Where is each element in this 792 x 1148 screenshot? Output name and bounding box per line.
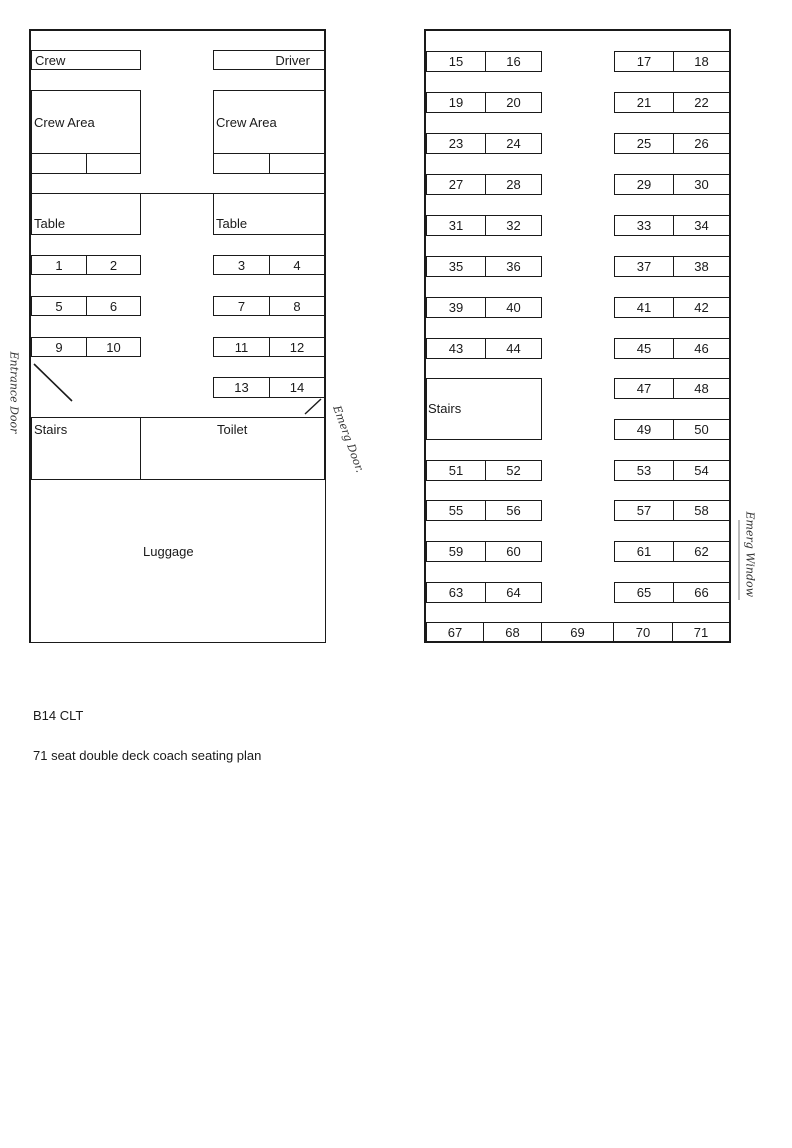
seat-8[interactable]: 8 bbox=[269, 296, 325, 316]
crew-area-right-label: Crew Area bbox=[216, 115, 277, 130]
seat-42[interactable]: 42 bbox=[673, 297, 730, 318]
seat-22[interactable]: 22 bbox=[673, 92, 730, 113]
seat-4[interactable]: 4 bbox=[269, 255, 325, 275]
seat-16[interactable]: 16 bbox=[485, 51, 542, 72]
seat-19[interactable]: 19 bbox=[426, 92, 486, 113]
table-left-label: Table bbox=[34, 216, 66, 231]
seat-12[interactable]: 12 bbox=[269, 337, 325, 357]
crew-area-left-label: Crew Area bbox=[34, 115, 95, 130]
crew-seat[interactable]: Crew bbox=[31, 50, 141, 70]
table-right[interactable]: Table bbox=[213, 193, 325, 235]
seat-66[interactable]: 66 bbox=[673, 582, 730, 603]
seat-50[interactable]: 50 bbox=[673, 419, 730, 440]
seat-51[interactable]: 51 bbox=[426, 460, 486, 481]
seat-1[interactable]: 1 bbox=[31, 255, 87, 275]
seat-21[interactable]: 21 bbox=[614, 92, 674, 113]
seat-35[interactable]: 35 bbox=[426, 256, 486, 277]
seat-59[interactable]: 59 bbox=[426, 541, 486, 562]
emergency-door-line bbox=[304, 398, 322, 415]
table-right-label: Table bbox=[216, 216, 248, 231]
stairs-upper[interactable]: Stairs bbox=[426, 378, 542, 440]
stairs-lower-label: Stairs bbox=[34, 422, 68, 437]
seat-62[interactable]: 62 bbox=[673, 541, 730, 562]
seat-32[interactable]: 32 bbox=[485, 215, 542, 236]
seat-6[interactable]: 6 bbox=[86, 296, 141, 316]
seat-65[interactable]: 65 bbox=[614, 582, 674, 603]
toilet-label: Toilet bbox=[217, 422, 248, 437]
seat-53[interactable]: 53 bbox=[614, 460, 674, 481]
seat-58[interactable]: 58 bbox=[673, 500, 730, 521]
seat-60[interactable]: 60 bbox=[485, 541, 542, 562]
seat-40[interactable]: 40 bbox=[485, 297, 542, 318]
seat-11[interactable]: 11 bbox=[213, 337, 270, 357]
lower-deck bbox=[29, 29, 326, 643]
seat-56[interactable]: 56 bbox=[485, 500, 542, 521]
seat-45[interactable]: 45 bbox=[614, 338, 674, 359]
entrance-door-line bbox=[33, 363, 73, 402]
aisle-divider bbox=[31, 174, 325, 194]
seat-46[interactable]: 46 bbox=[673, 338, 730, 359]
seat-24[interactable]: 24 bbox=[485, 133, 542, 154]
seat-20[interactable]: 20 bbox=[485, 92, 542, 113]
crew-area-left-seat-b[interactable] bbox=[86, 153, 141, 174]
seat-57[interactable]: 57 bbox=[614, 500, 674, 521]
seat-23[interactable]: 23 bbox=[426, 133, 486, 154]
seat-52[interactable]: 52 bbox=[485, 460, 542, 481]
seat-26[interactable]: 26 bbox=[673, 133, 730, 154]
driver-label: Driver bbox=[275, 53, 310, 68]
luggage-label: Luggage bbox=[143, 544, 194, 559]
seat-63[interactable]: 63 bbox=[426, 582, 486, 603]
seat-71[interactable]: 71 bbox=[672, 622, 730, 642]
emergency-window-annotation: Emerg Window bbox=[743, 511, 757, 598]
stairs-upper-label: Stairs bbox=[428, 401, 462, 416]
seat-30[interactable]: 30 bbox=[673, 174, 730, 195]
seat-28[interactable]: 28 bbox=[485, 174, 542, 195]
seat-36[interactable]: 36 bbox=[485, 256, 542, 277]
seat-33[interactable]: 33 bbox=[614, 215, 674, 236]
seat-48[interactable]: 48 bbox=[673, 378, 730, 399]
seat-7[interactable]: 7 bbox=[213, 296, 270, 316]
driver-seat[interactable]: Driver bbox=[213, 50, 325, 70]
seat-61[interactable]: 61 bbox=[614, 541, 674, 562]
seat-39[interactable]: 39 bbox=[426, 297, 486, 318]
seat-44[interactable]: 44 bbox=[485, 338, 542, 359]
seat-49[interactable]: 49 bbox=[614, 419, 674, 440]
crew-area-right-seat-b[interactable] bbox=[269, 153, 325, 174]
plan-description: 71 seat double deck coach seating plan bbox=[33, 748, 262, 763]
seat-29[interactable]: 29 bbox=[614, 174, 674, 195]
seat-69[interactable]: 69 bbox=[541, 622, 614, 642]
seat-31[interactable]: 31 bbox=[426, 215, 486, 236]
seat-41[interactable]: 41 bbox=[614, 297, 674, 318]
upper-deck bbox=[424, 29, 731, 643]
stairs-lower[interactable]: Stairs bbox=[31, 417, 141, 480]
toilet[interactable]: Toilet bbox=[140, 417, 325, 480]
seat-38[interactable]: 38 bbox=[673, 256, 730, 277]
seat-68[interactable]: 68 bbox=[483, 622, 542, 642]
seat-70[interactable]: 70 bbox=[613, 622, 673, 642]
crew-label: Crew bbox=[35, 53, 66, 68]
seat-54[interactable]: 54 bbox=[673, 460, 730, 481]
luggage-area: Luggage bbox=[31, 479, 325, 642]
seat-10[interactable]: 10 bbox=[86, 337, 141, 357]
seat-34[interactable]: 34 bbox=[673, 215, 730, 236]
seat-2[interactable]: 2 bbox=[86, 255, 141, 275]
seat-47[interactable]: 47 bbox=[614, 378, 674, 399]
seat-55[interactable]: 55 bbox=[426, 500, 486, 521]
seat-14[interactable]: 14 bbox=[269, 377, 325, 398]
table-left[interactable]: Table bbox=[31, 193, 141, 235]
seat-27[interactable]: 27 bbox=[426, 174, 486, 195]
seat-18[interactable]: 18 bbox=[673, 51, 730, 72]
entrance-door-annotation: Entrance Door bbox=[7, 351, 21, 434]
seat-64[interactable]: 64 bbox=[485, 582, 542, 603]
coach-code: B14 CLT bbox=[33, 708, 84, 723]
seat-25[interactable]: 25 bbox=[614, 133, 674, 154]
